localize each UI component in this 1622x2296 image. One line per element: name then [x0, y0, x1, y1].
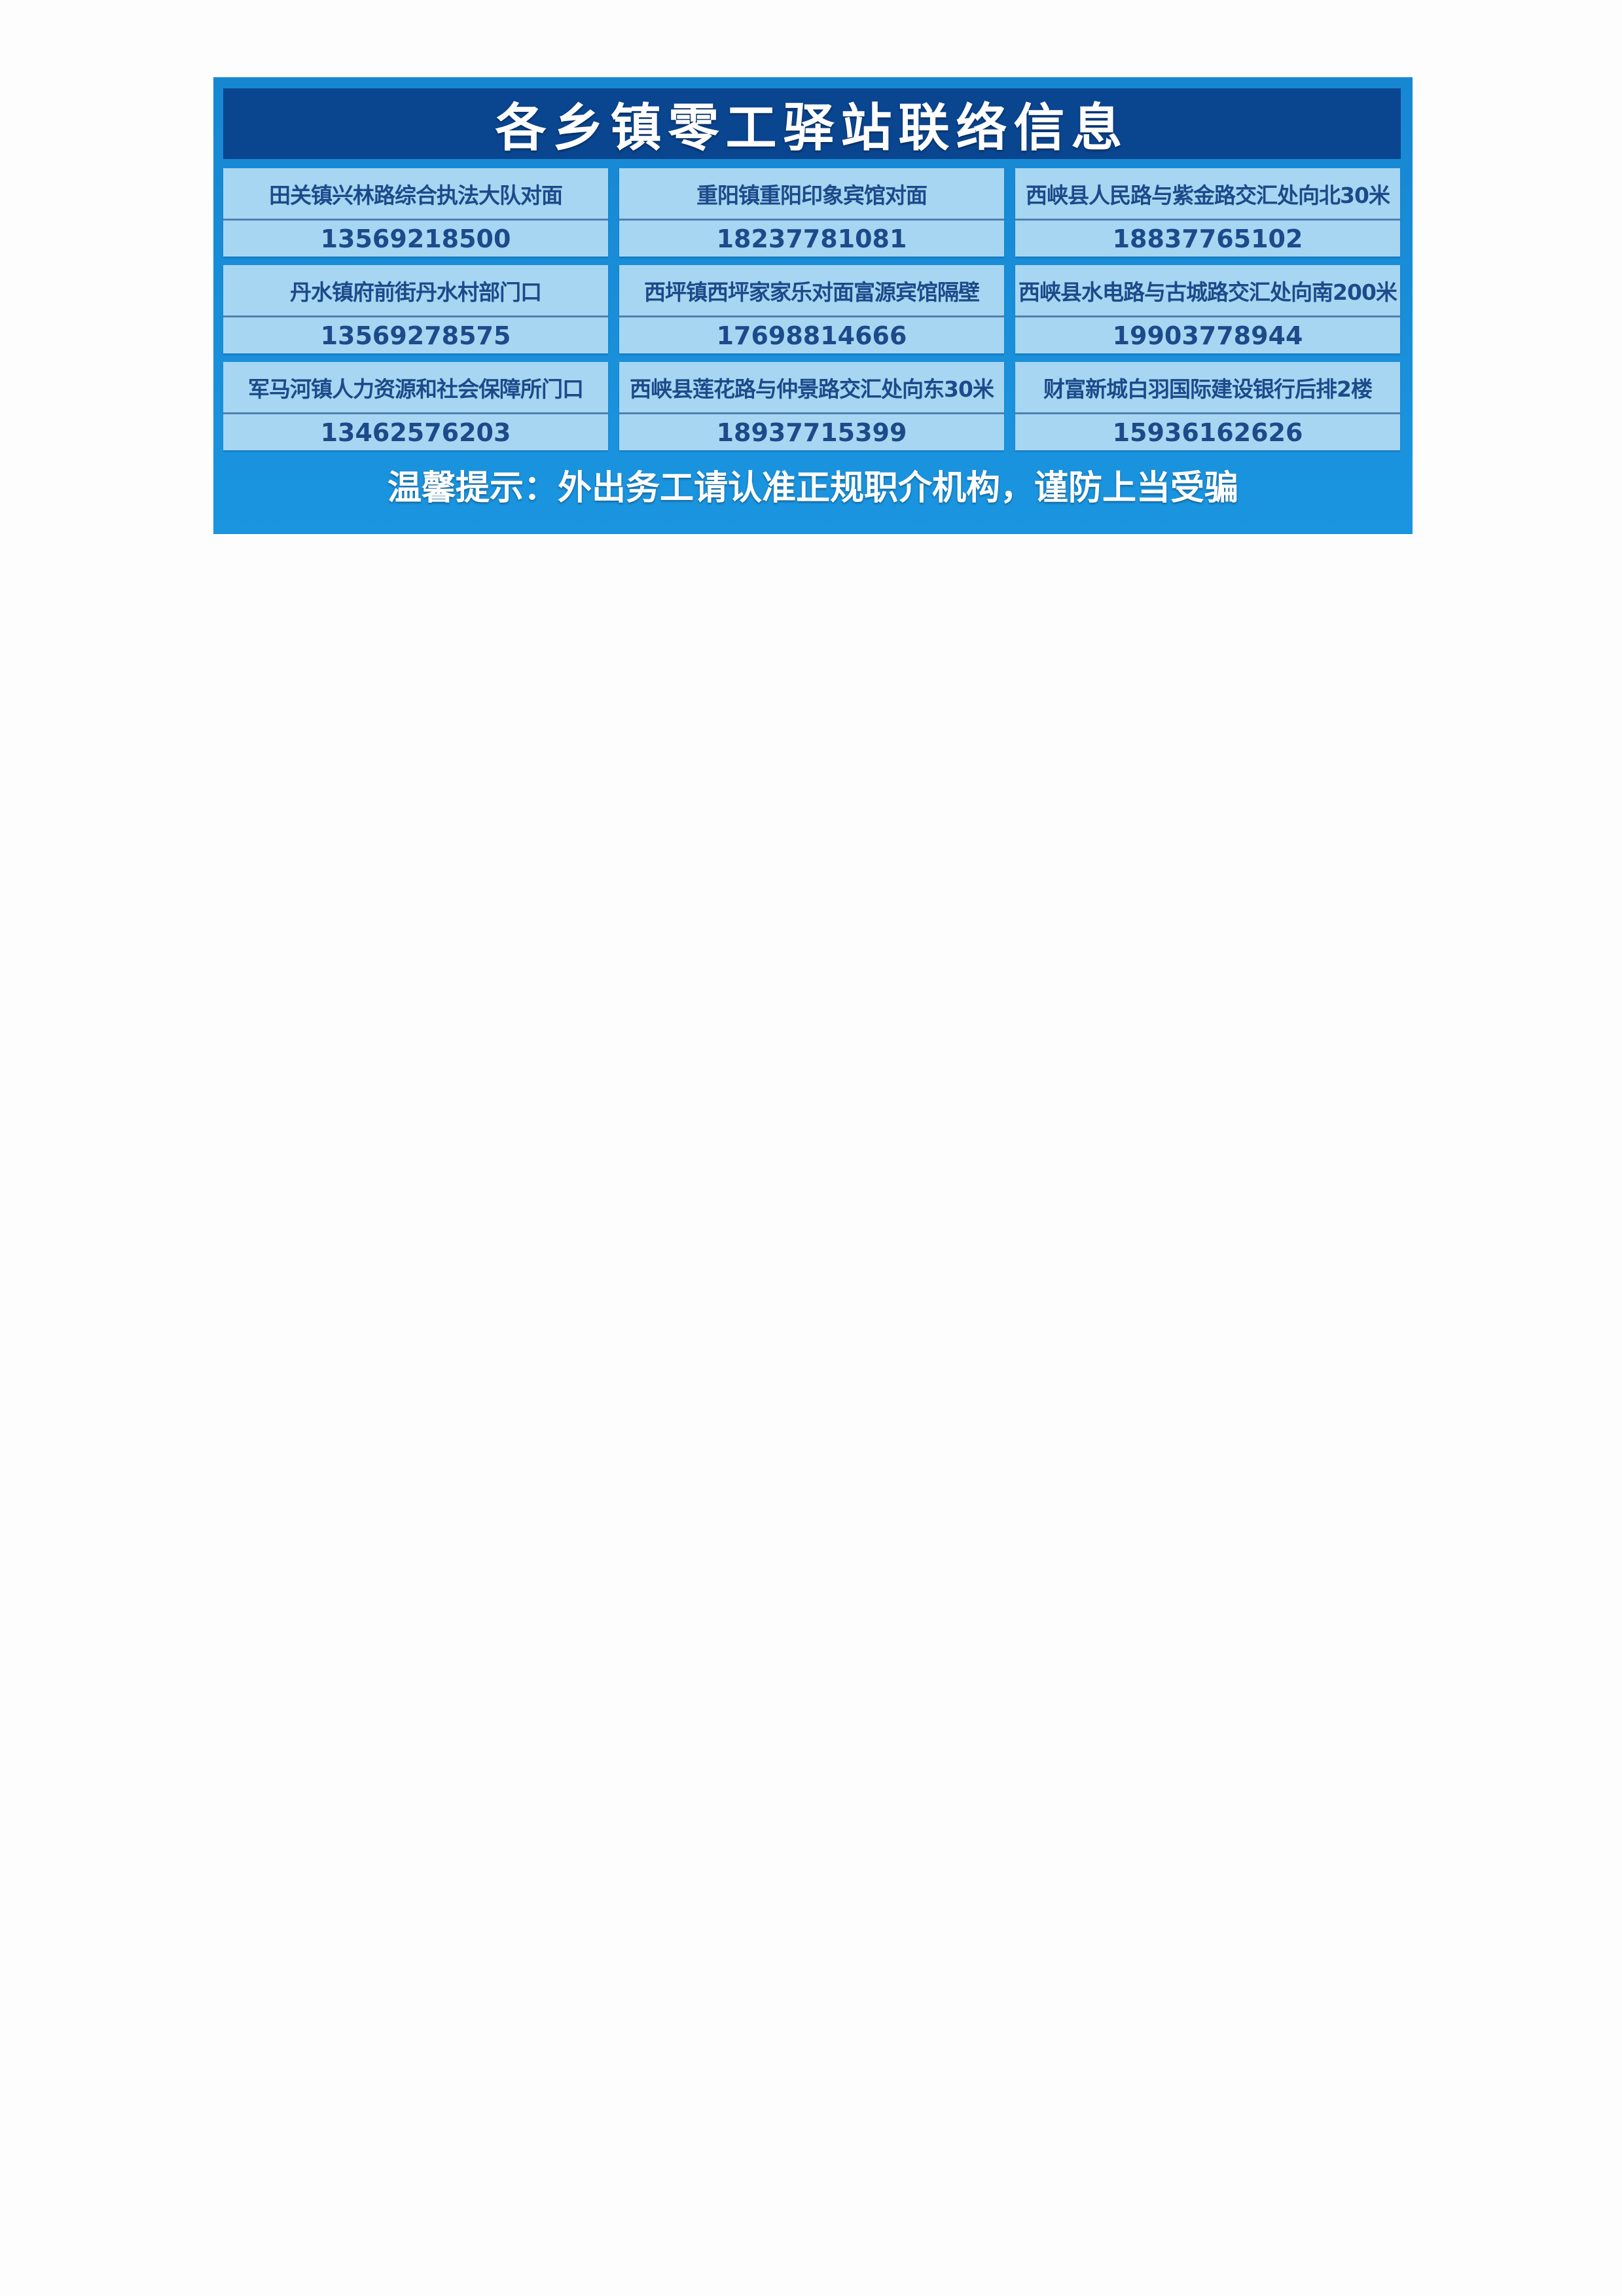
station-phone: 19903778944 [1112, 321, 1303, 350]
station-address: 西峡县水电路与古城路交汇处向南200米 [1015, 265, 1400, 317]
station-address: 西坪镇西坪家家乐对面富源宾馆隔壁 [619, 265, 1004, 317]
station-address: 财富新城白羽国际建设银行后排2楼 [1015, 362, 1400, 414]
station-phone: 13569278575 [320, 321, 511, 350]
station-address: 田关镇兴林路综合执法大队对面 [223, 168, 608, 221]
station-address: 军马河镇人力资源和社会保障所门口 [223, 362, 608, 414]
station-phone: 13569218500 [320, 224, 511, 253]
station-phone: 18837765102 [1112, 224, 1303, 253]
station-info-banner: 各乡镇零工驿站联络信息 田关镇兴林路综合执法大队对面 13569218500 重阳镇… [213, 77, 1413, 534]
station-phone: 17698814666 [716, 321, 907, 350]
station-card: 西峡县莲花路与仲景路交汇处向东30米 18937715399 [619, 362, 1004, 450]
station-phone: 13462576203 [320, 418, 511, 447]
station-card: 财富新城白羽国际建设银行后排2楼 15936162626 [1015, 362, 1400, 450]
warning-tip: 温馨提示：外出务工请认准正规职介机构，谨防上当受骗 [387, 469, 1238, 508]
banner-title: 各乡镇零工驿站联络信息 [223, 88, 1401, 159]
station-card: 西坪镇西坪家家乐对面富源宾馆隔壁 17698814666 [619, 265, 1004, 353]
station-phone: 15936162626 [1112, 418, 1303, 447]
station-card: 田关镇兴林路综合执法大队对面 13569218500 [223, 168, 608, 257]
station-grid: 田关镇兴林路综合执法大队对面 13569218500 重阳镇重阳印象宾馆对面 1823… [223, 168, 1401, 450]
station-card: 丹水镇府前街丹水村部门口 13569278575 [223, 265, 608, 353]
station-phone: 18937715399 [716, 418, 907, 447]
station-phone: 18237781081 [716, 224, 907, 253]
station-address: 重阳镇重阳印象宾馆对面 [619, 168, 1004, 221]
station-card: 西峡县人民路与紫金路交汇处向北30米 18837765102 [1015, 168, 1400, 257]
station-card: 西峡县水电路与古城路交汇处向南200米 19903778944 [1015, 265, 1400, 353]
station-card: 重阳镇重阳印象宾馆对面 18237781081 [619, 168, 1004, 257]
station-address: 西峡县莲花路与仲景路交汇处向东30米 [619, 362, 1004, 414]
station-address: 丹水镇府前街丹水村部门口 [223, 265, 608, 317]
station-card: 军马河镇人力资源和社会保障所门口 13462576203 [223, 362, 608, 450]
station-address: 西峡县人民路与紫金路交汇处向北30米 [1015, 168, 1400, 221]
